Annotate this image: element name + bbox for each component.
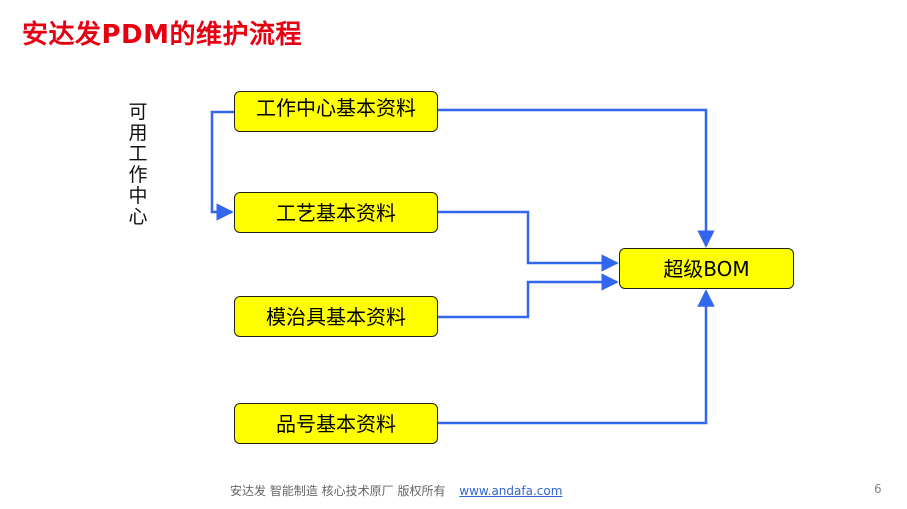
node-work-center-basic-data: 工作中心基本资料 — [234, 91, 438, 132]
footer: 安达发 智能制造 核心技术原厂 版权所有 www.andafa.com — [230, 482, 562, 499]
side-label-available-work-center: 可用工作中心 — [128, 101, 148, 228]
arrow-process-to-bom — [438, 210, 619, 272]
node-item-basic-data: 品号基本资料 — [234, 403, 438, 444]
arrow-work-center-to-bom — [438, 108, 715, 248]
node-process-basic-data: 工艺基本资料 — [234, 192, 438, 233]
node-item-label: 品号基本资料 — [276, 411, 396, 436]
arrow-work-center-to-process — [210, 110, 234, 221]
node-process-label: 工艺基本资料 — [276, 200, 396, 225]
node-work-center-label: 工作中心基本资料 — [256, 96, 416, 120]
node-tooling-basic-data: 模治具基本资料 — [234, 296, 438, 337]
node-super-bom-label: 超级BOM — [663, 256, 750, 281]
arrow-item-to-bom — [438, 289, 715, 425]
page-number: 6 — [874, 482, 882, 496]
slide-title: 安达发PDM的维护流程 — [22, 20, 303, 50]
node-tooling-label: 模治具基本资料 — [266, 304, 406, 329]
arrow-tooling-to-bom — [438, 273, 619, 319]
footer-website-link[interactable]: www.andafa.com — [459, 484, 563, 498]
node-super-bom: 超级BOM — [619, 248, 794, 289]
footer-text: 安达发 智能制造 核心技术原厂 版权所有 — [230, 484, 446, 498]
